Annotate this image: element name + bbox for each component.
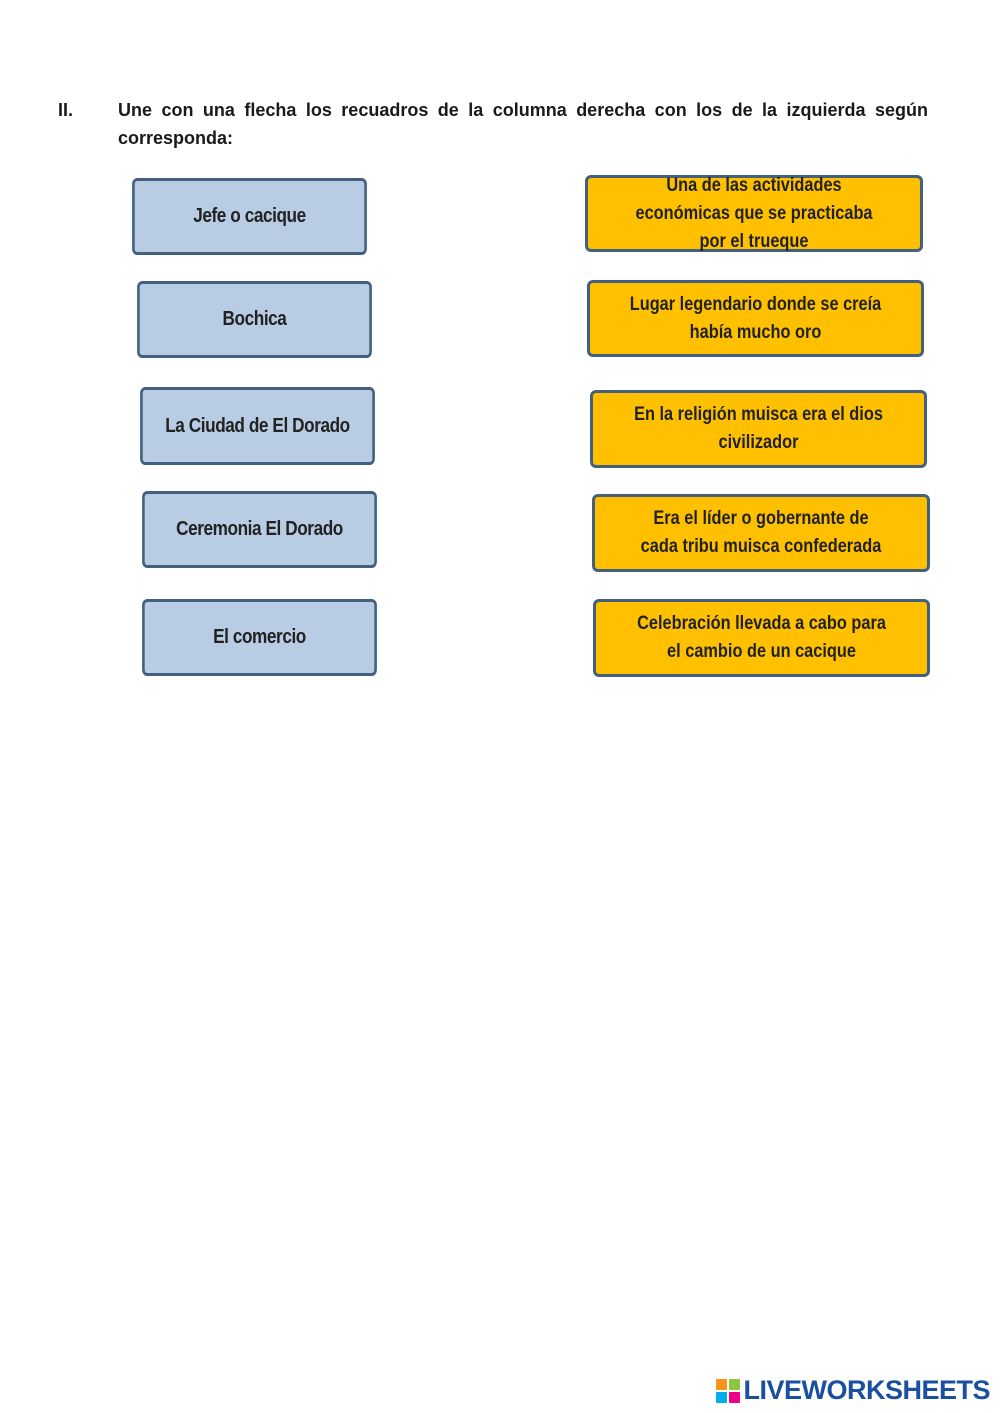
left-box-label: Bochica [222, 308, 287, 330]
instruction-number: II. [58, 100, 74, 120]
left-box-3[interactable]: La Ciudad de El Dorado [140, 387, 375, 465]
right-box-5[interactable]: Celebración llevada a cabo para el cambi… [593, 599, 930, 677]
instruction-text: Une con una flecha los recuadros de la c… [118, 100, 928, 148]
left-box-4[interactable]: Ceremonia El Dorado [142, 491, 377, 568]
logo-text: LIVEWORKSHEETS [743, 1375, 990, 1405]
left-box-label: Ceremonia El Dorado [176, 518, 343, 540]
left-box-label: La Ciudad de El Dorado [165, 414, 350, 437]
left-box-label: El comercio [213, 626, 306, 648]
right-box-label: Una de las actividades económicas que se… [635, 174, 873, 252]
right-box-3[interactable]: En la religión muisca era el dios civili… [590, 390, 927, 468]
right-box-4[interactable]: Era el líder o gobernante de cada tribu … [592, 494, 930, 572]
liveworksheets-logo: LIVEWORKSHEETS [716, 1375, 990, 1406]
left-box-5[interactable]: El comercio [142, 599, 377, 676]
right-box-label: Celebración llevada a cabo para el cambi… [637, 613, 886, 662]
right-box-label: Lugar legendario donde se creía había mu… [629, 293, 882, 343]
right-box-2[interactable]: Lugar legendario donde se creía había mu… [587, 280, 924, 357]
liveworksheets-logo-icon [716, 1378, 741, 1403]
right-box-label: En la religión muisca era el dios civili… [634, 404, 883, 453]
right-box-1[interactable]: Una de las actividades económicas que se… [585, 175, 923, 252]
left-box-1[interactable]: Jefe o cacique [132, 178, 367, 255]
left-box-2[interactable]: Bochica [137, 281, 372, 358]
left-box-label: Jefe o cacique [193, 205, 306, 227]
right-box-label: Era el líder o gobernante de cada tribu … [640, 508, 882, 557]
